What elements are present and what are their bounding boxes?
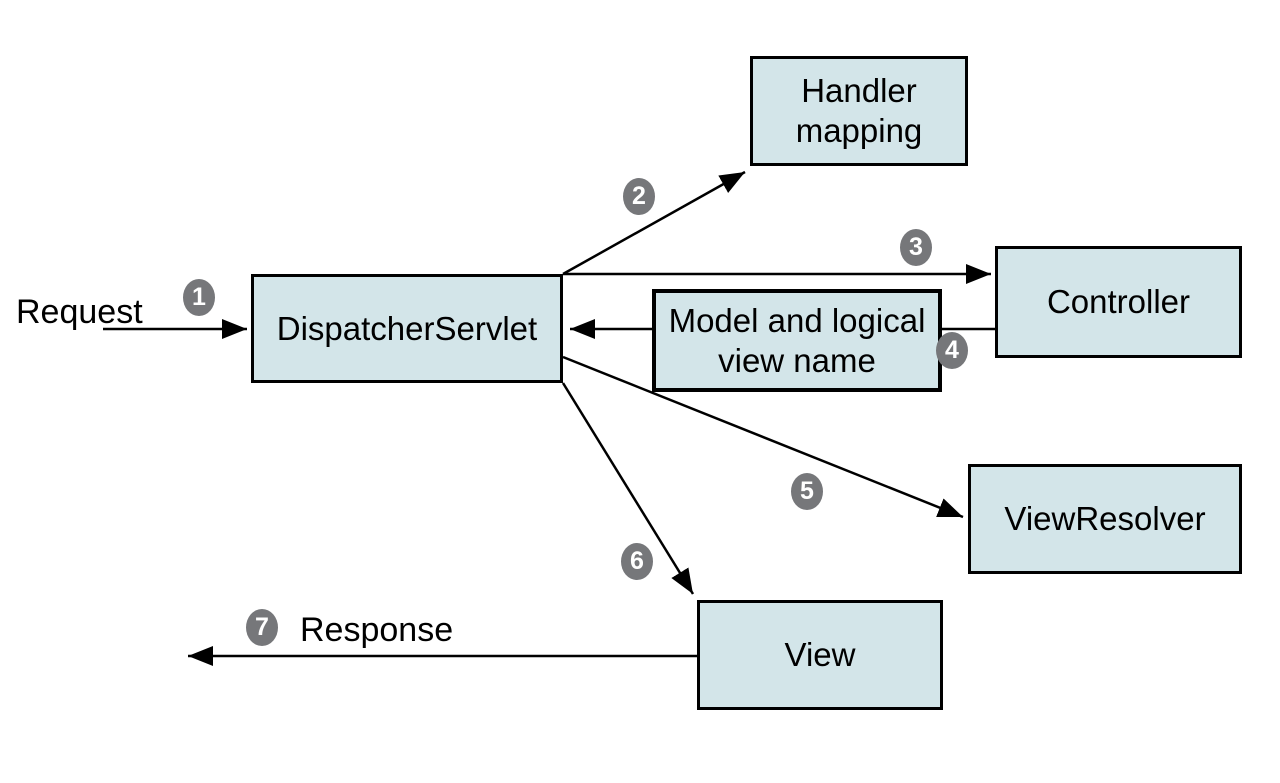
node-view: View	[697, 600, 943, 710]
node-controller-label: Controller	[1046, 283, 1191, 320]
node-dispatcher-servlet: DispatcherServlet	[251, 274, 563, 383]
step-badge-1: 1	[183, 279, 215, 316]
request-label: Request	[16, 293, 143, 331]
node-dispatcher-servlet-label: DispatcherServlet	[276, 309, 538, 347]
arrow-5-dispatcher-to-view-resolver	[562, 355, 964, 519]
node-handler-mapping: Handler mapping	[750, 56, 968, 166]
node-handler-mapping-label: Handler mapping	[795, 72, 923, 149]
arrow-2-dispatcher-to-handler-mapping	[562, 170, 746, 276]
step-badge-6: 6	[621, 543, 653, 580]
node-model-and-logical-view-name-label: Model and logical view name	[668, 301, 926, 379]
node-view-label: View	[784, 636, 856, 673]
step-badge-3: 3	[900, 229, 932, 266]
node-view-resolver: ViewResolver	[968, 464, 1242, 574]
arrow-6-dispatcher-to-view	[561, 382, 695, 595]
step-badge-7: 7	[246, 609, 278, 646]
step-badge-5: 5	[791, 473, 823, 510]
node-view-resolver-label: ViewResolver	[1004, 500, 1206, 537]
node-model-and-logical-view-name: Model and logical view name	[652, 289, 942, 392]
step-badge-4: 4	[936, 332, 968, 369]
node-controller: Controller	[995, 246, 1242, 358]
step-badge-2: 2	[623, 178, 655, 215]
response-label: Response	[300, 611, 454, 649]
